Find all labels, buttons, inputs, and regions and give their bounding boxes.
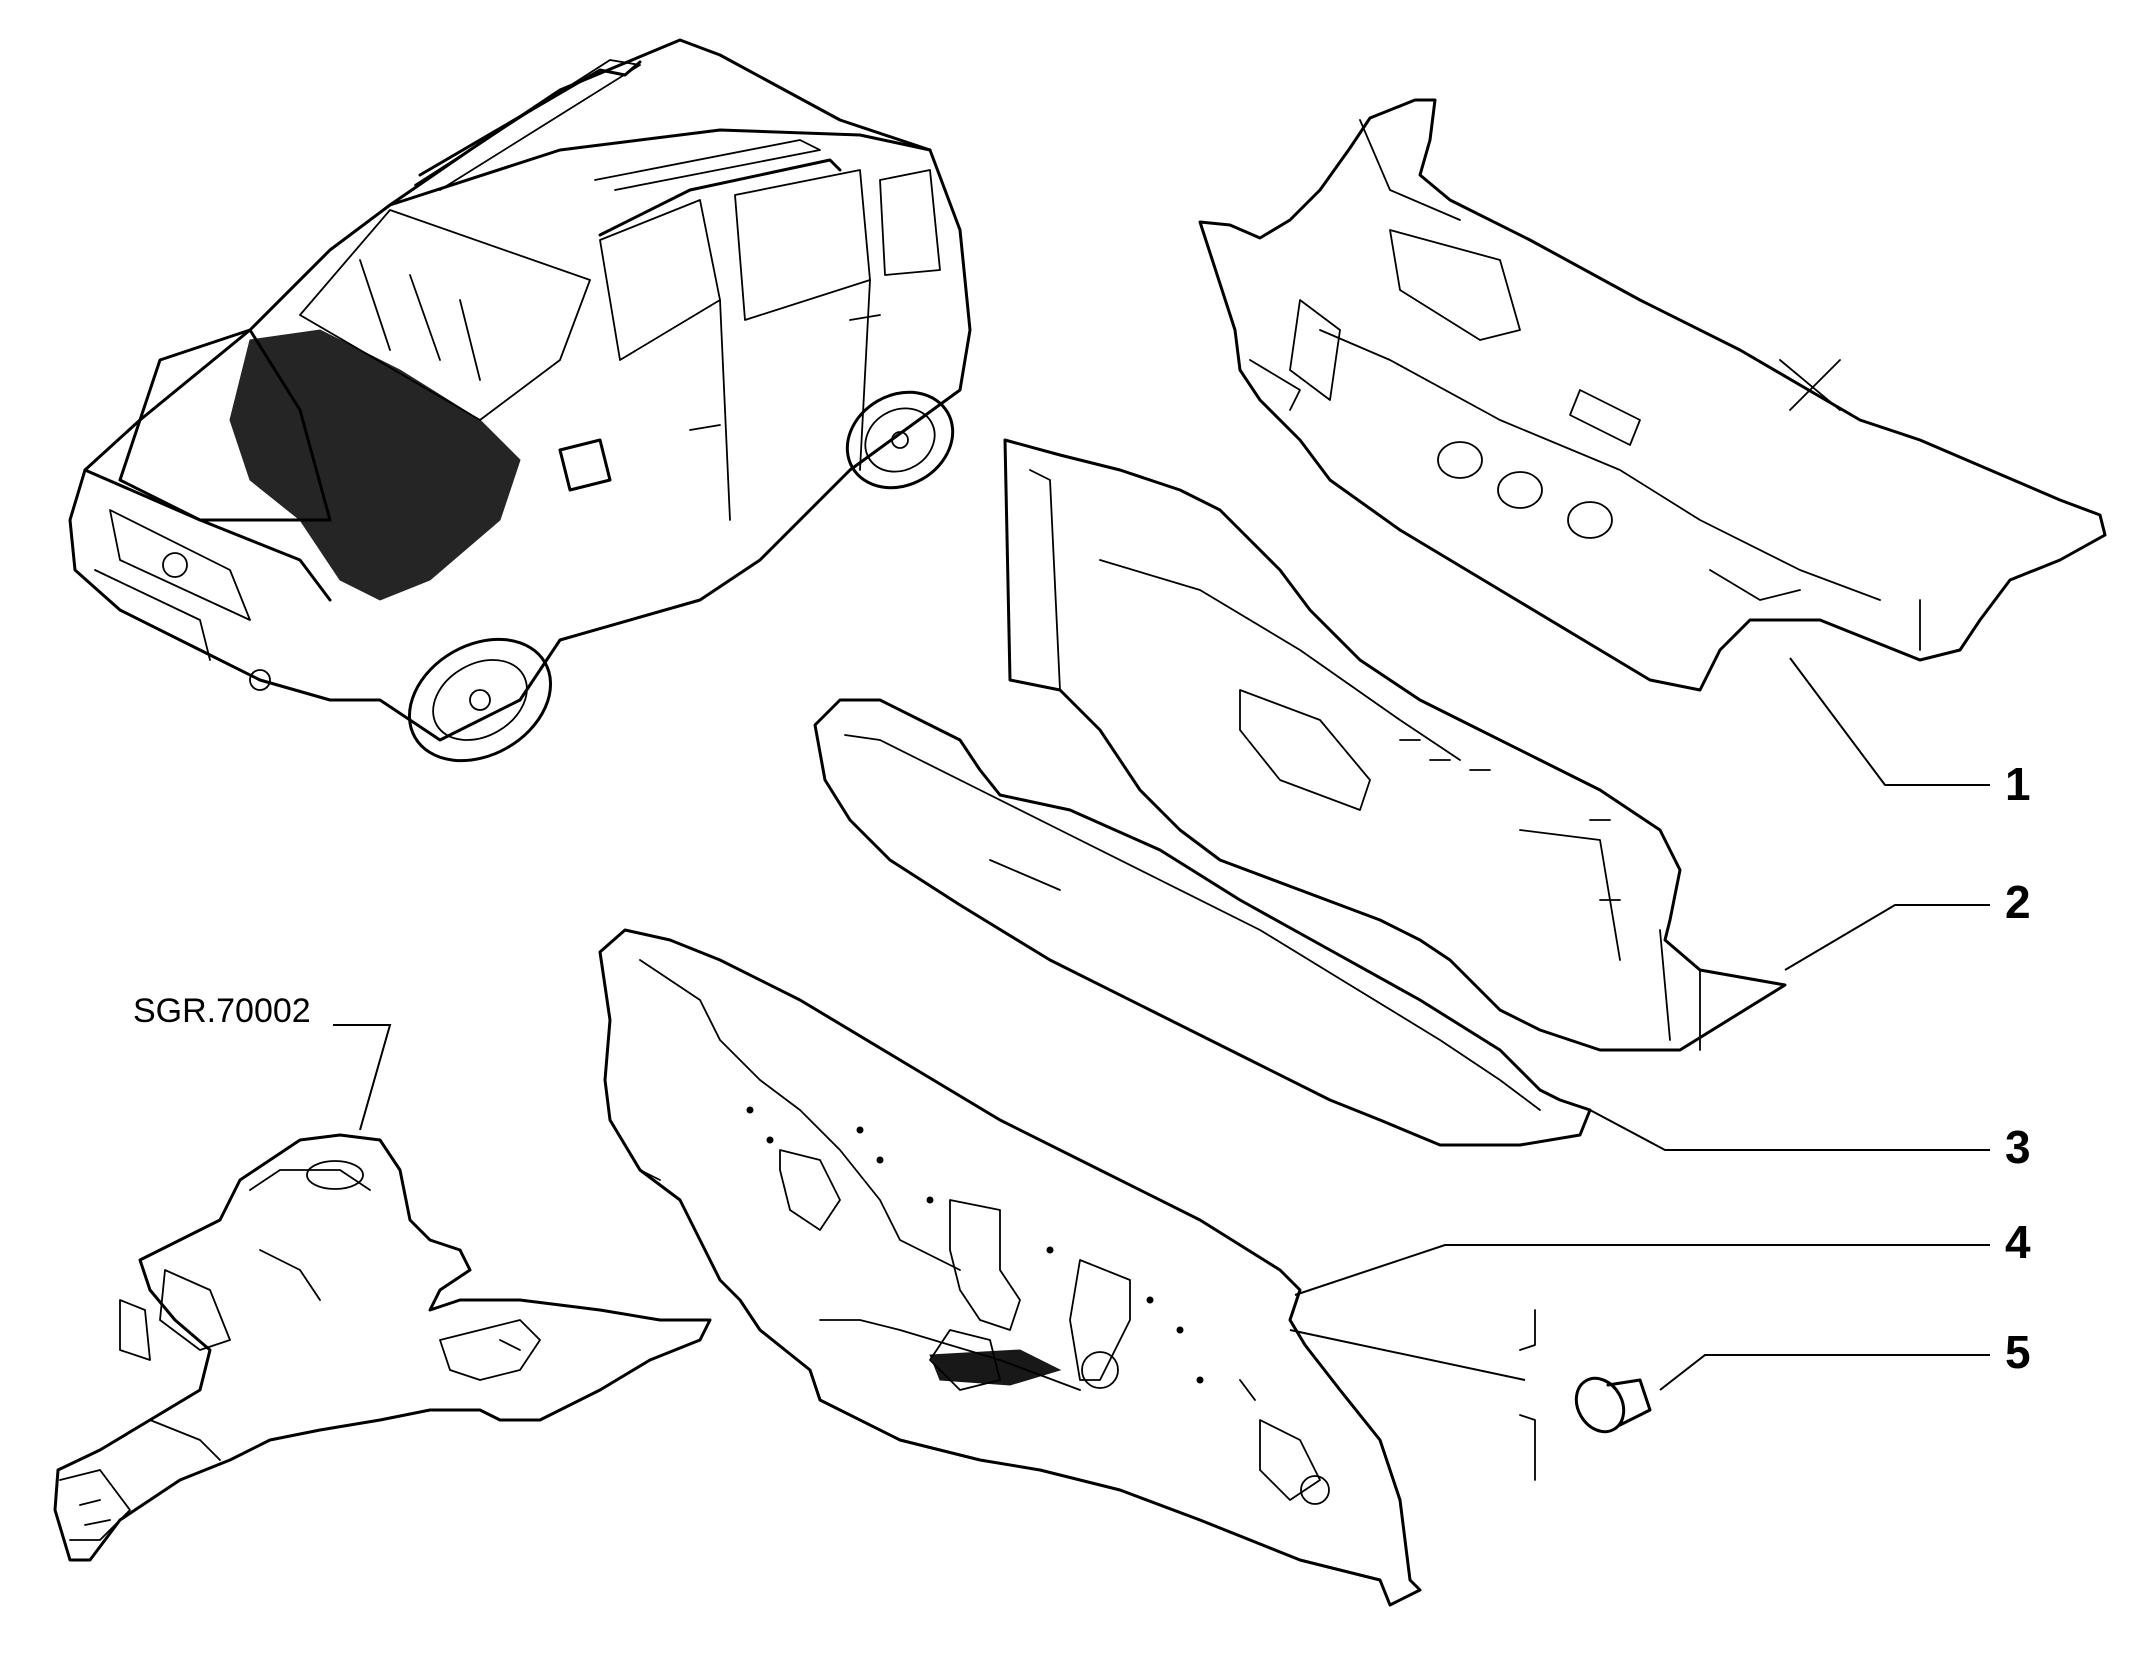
callout-labels: 1 2 3 4 5 SGR.70002 bbox=[133, 758, 2031, 1378]
callout-3: 3 bbox=[2005, 1121, 2031, 1173]
part-4-firewall bbox=[598, 928, 1422, 1607]
vehicle-overview bbox=[68, 38, 972, 763]
sgr-70002-frame-assembly bbox=[53, 1133, 712, 1562]
leader-lines bbox=[333, 657, 1990, 1391]
callout-1: 1 bbox=[2005, 758, 2031, 810]
part-1-cowl-panel bbox=[1198, 98, 2107, 692]
part-5-clip bbox=[1519, 1309, 1652, 1481]
callout-2: 2 bbox=[2005, 876, 2031, 928]
reference-label: SGR.70002 bbox=[133, 992, 311, 1030]
callout-4: 4 bbox=[2005, 1216, 2031, 1268]
part-3-lower-strip bbox=[813, 698, 1592, 1147]
part-2-dash-insulation bbox=[1003, 438, 1787, 1052]
callout-5: 5 bbox=[2005, 1326, 2031, 1378]
